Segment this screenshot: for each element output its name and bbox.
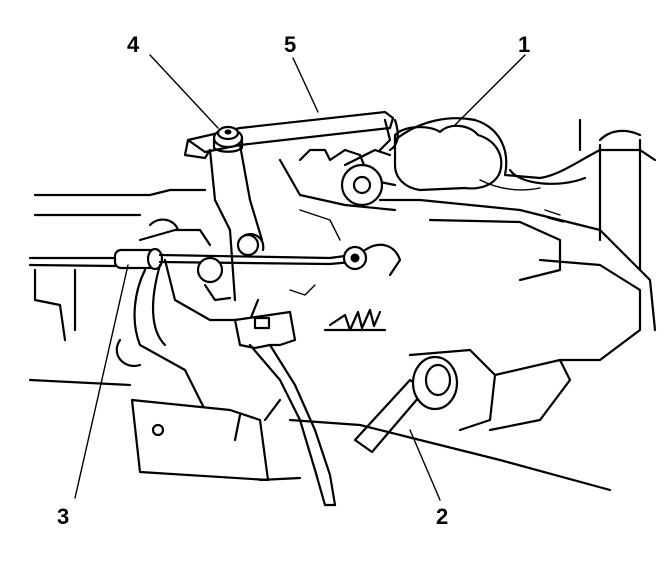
callout-3: 3	[57, 504, 69, 529]
bracket-bolt	[212, 125, 244, 153]
throttle-body	[278, 124, 503, 212]
leader-lines	[74, 54, 526, 501]
callout-4: 4	[127, 32, 140, 57]
intake-manifold	[378, 117, 657, 362]
return-spring	[323, 308, 387, 332]
pedal-lever	[115, 263, 337, 507]
cable-mount-bracket	[138, 218, 316, 322]
callout-1: 1	[518, 32, 530, 57]
callout-5: 5	[284, 32, 296, 57]
callout-2: 2	[436, 504, 448, 529]
throttle-shaft	[353, 348, 572, 454]
base-frame	[28, 188, 612, 492]
callout-labels: 1 2 3 4 5	[57, 32, 530, 529]
accelerator-cable	[28, 243, 402, 277]
